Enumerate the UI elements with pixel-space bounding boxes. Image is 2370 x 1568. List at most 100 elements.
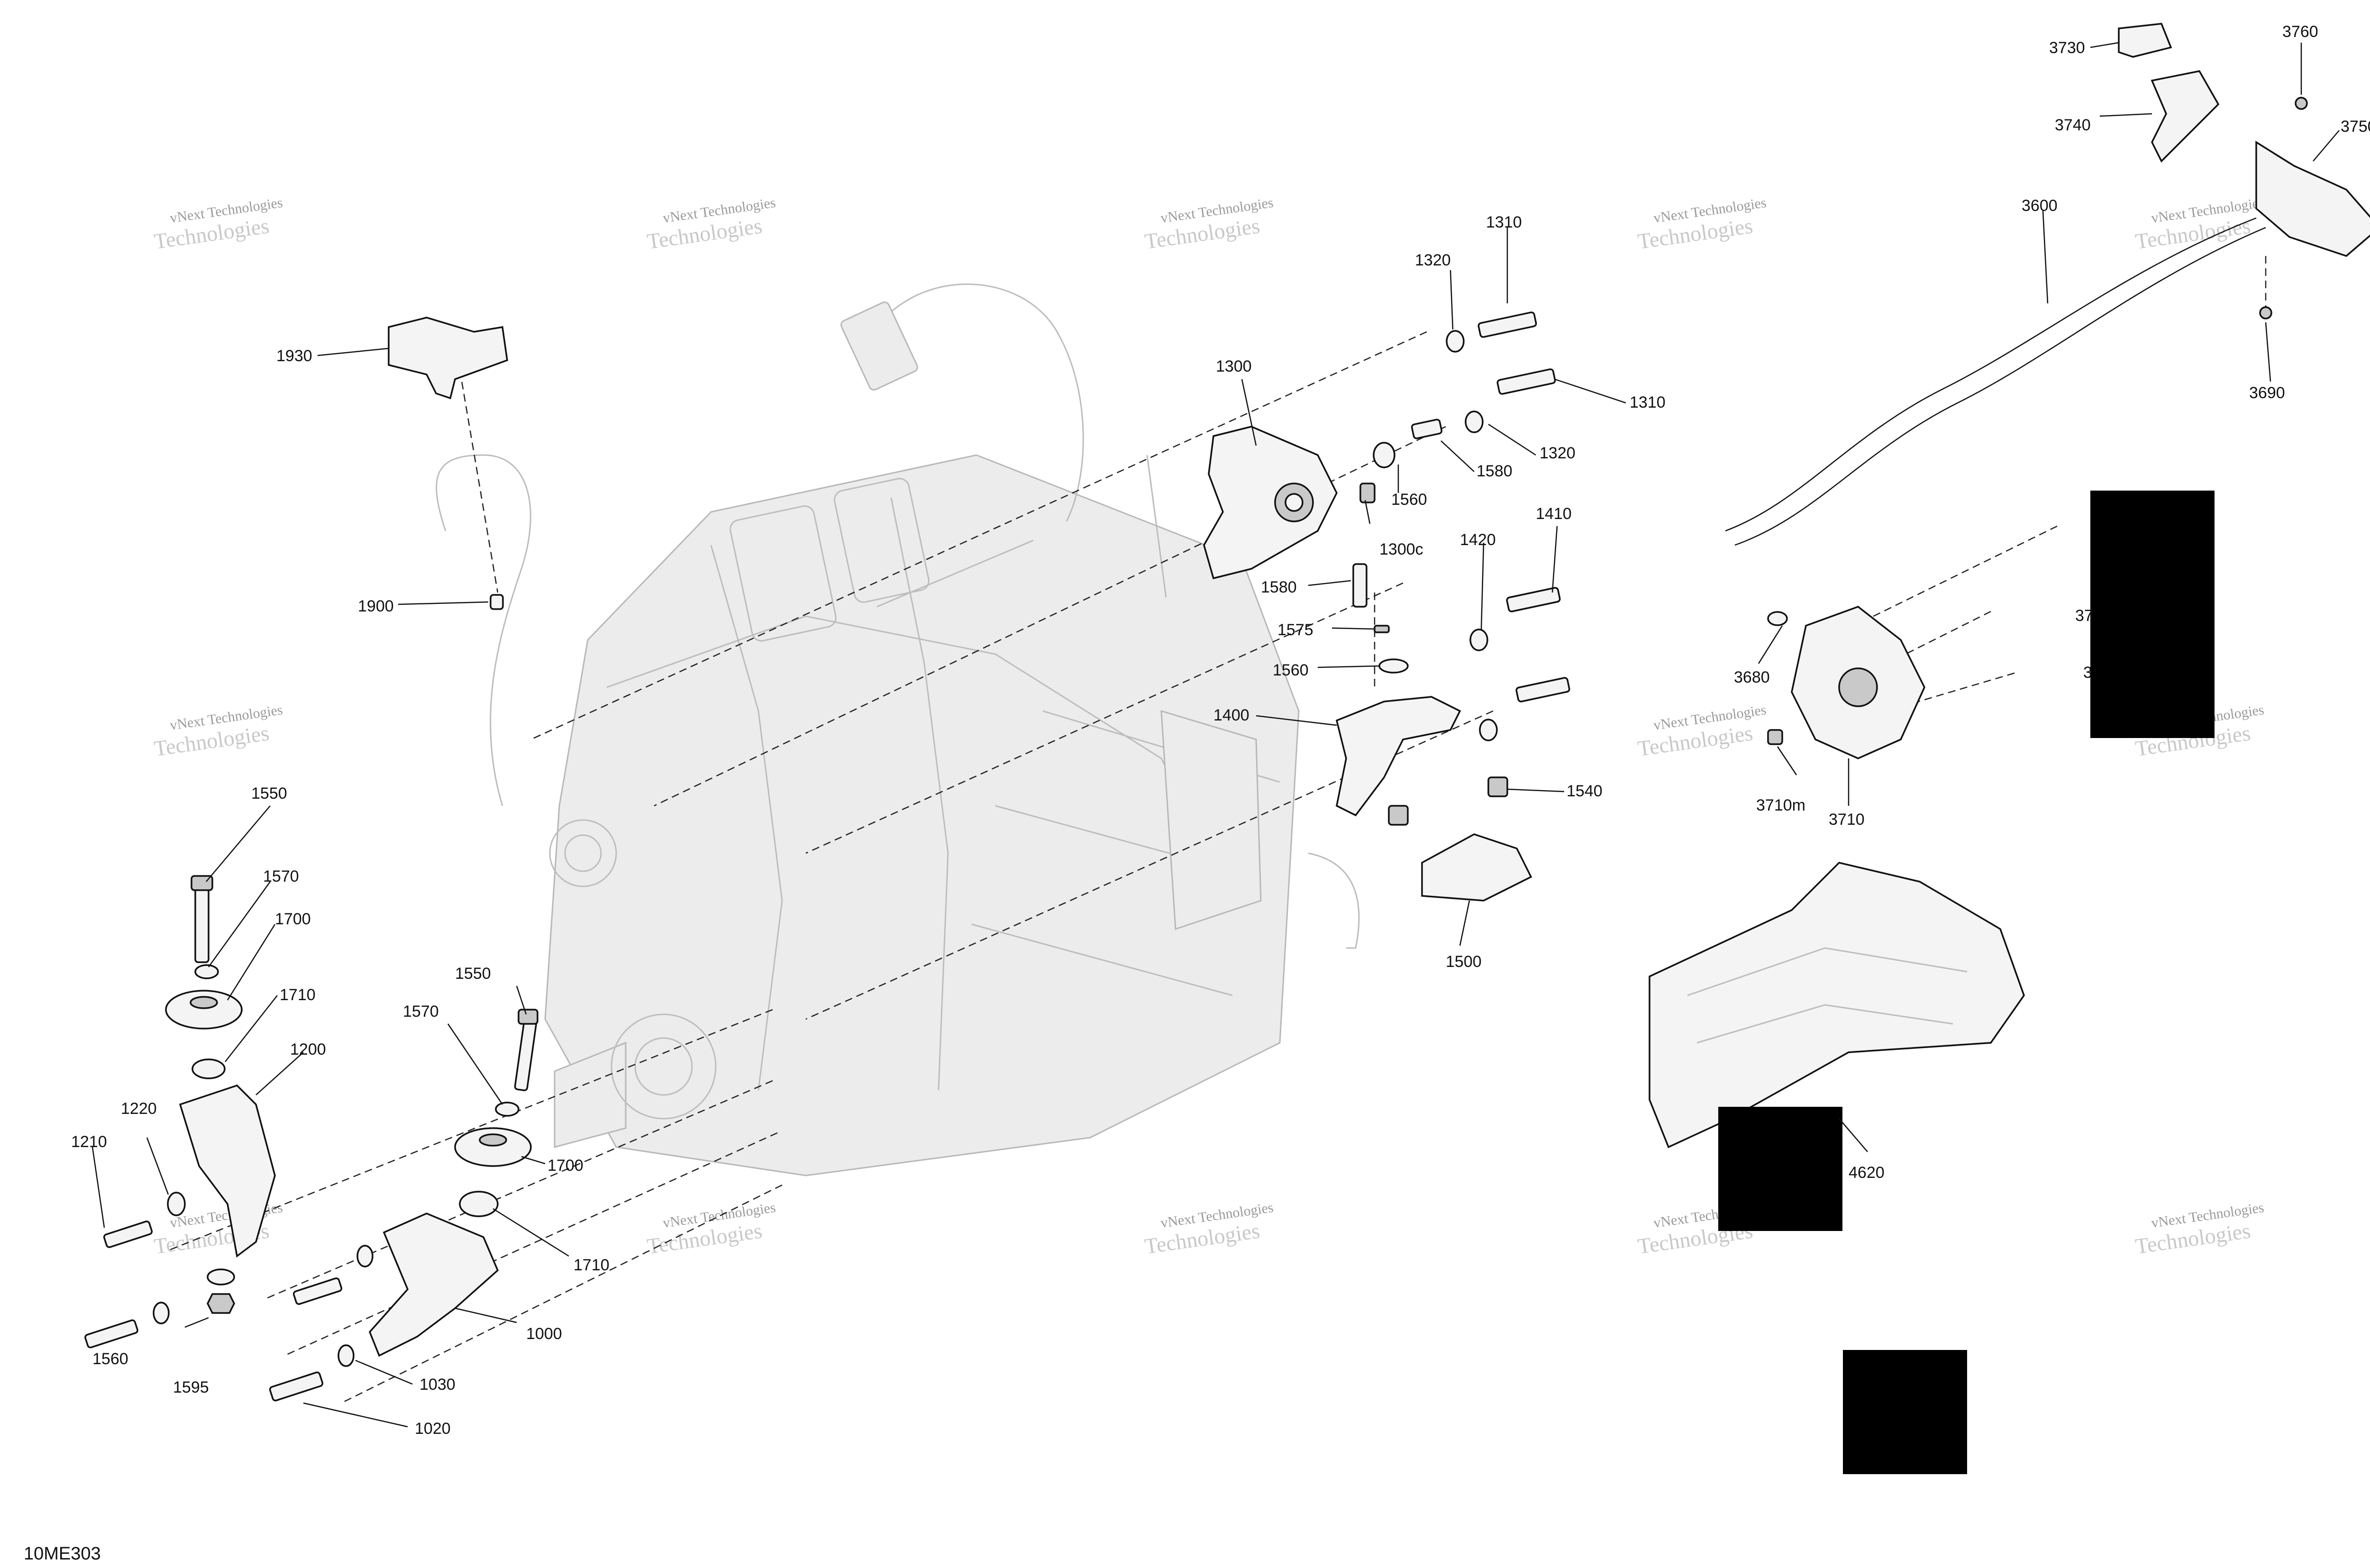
washer-1420	[1469, 629, 1488, 651]
bolt-1580a	[1411, 419, 1443, 439]
bolt-1410	[1506, 587, 1561, 612]
clip-3690	[2259, 306, 2272, 319]
bracket-4620	[1649, 862, 2025, 1149]
callout-1550: 1550	[455, 965, 491, 983]
redaction-block	[1718, 1107, 1842, 1231]
mount-1500	[1421, 833, 1532, 902]
bolt-1210	[103, 1221, 153, 1248]
washer-1570b	[495, 1102, 520, 1117]
callout-1575: 1575	[1277, 621, 1313, 639]
callout-3680: 3680	[1734, 668, 1770, 686]
bolt-1020	[269, 1371, 324, 1402]
watermark: vNext Technologies Technologies	[153, 195, 284, 254]
watermark: vNext Technologies Technologies	[646, 1200, 777, 1258]
callout-1420: 1420	[1460, 531, 1496, 549]
screw-3760	[2295, 97, 2308, 110]
bracket-1930	[388, 317, 508, 400]
callout-1030: 1030	[419, 1376, 456, 1394]
washer-1570a	[194, 964, 219, 979]
callout-1900: 1900	[358, 597, 394, 615]
callout-1310: 1310	[1630, 393, 1666, 411]
watermark: vNext Technologies Technologies	[1636, 195, 1768, 254]
callout-1400: 1400	[1213, 706, 1249, 724]
washer-1220	[167, 1192, 186, 1216]
engine-assembly-ghost	[436, 283, 1360, 1176]
mount-1710b	[459, 1191, 499, 1217]
callout-1310: 1310	[1486, 213, 1522, 231]
callout-3760: 3760	[2282, 23, 2318, 41]
watermark: vNext Technologies Technologies	[1636, 702, 1768, 761]
washer-1560a	[1373, 442, 1395, 468]
watermark: vNext Technologies Technologies	[153, 702, 284, 761]
callout-1500: 1500	[1446, 953, 1482, 971]
watermark: vNext Technologies Technologies	[646, 195, 777, 254]
callout-1580: 1580	[1477, 462, 1513, 480]
bolt-1550a	[194, 885, 210, 963]
callout-1930: 1930	[276, 347, 312, 365]
callout-1410: 1410	[1536, 505, 1572, 523]
callout-1020: 1020	[415, 1420, 451, 1438]
bracket-3740	[2151, 70, 2220, 163]
callout-1560: 1560	[92, 1350, 128, 1368]
screw-3710m	[1767, 729, 1783, 745]
callout-1560: 1560	[1273, 661, 1309, 679]
callout-1570: 1570	[403, 1003, 439, 1021]
callout-3740: 3740	[2055, 116, 2091, 134]
callout-1560: 1560	[1391, 491, 1427, 509]
callout-1580: 1580	[1261, 578, 1297, 596]
callout-labels: 1930 1900 1300 1300c 1310 1310 1320 1320…	[71, 23, 2370, 1438]
callout-1320: 1320	[1415, 251, 1451, 269]
callout-1595: 1595	[173, 1378, 209, 1396]
callout-3690: 3690	[2249, 384, 2285, 402]
bracket-1400	[1335, 696, 1461, 817]
callout-1320: 1320	[1540, 444, 1576, 462]
mount-1710a	[191, 1058, 226, 1079]
callout-4620: 4620	[1849, 1164, 1885, 1182]
bracket-1300	[1203, 426, 1338, 580]
mount-components-right	[1203, 311, 1570, 902]
redaction-block	[1843, 1350, 1967, 1474]
callout-3710: 3710	[1829, 811, 1865, 829]
washer-1575	[1374, 625, 1390, 633]
callout-1550: 1550	[251, 784, 287, 802]
redaction-blocks	[1718, 491, 2215, 1474]
callout-1710: 1710	[574, 1256, 610, 1274]
bracket-1200	[179, 1084, 276, 1258]
redaction-block	[2090, 491, 2215, 738]
callout-3730: 3730	[2049, 39, 2085, 57]
bolt-1300c	[1359, 483, 1376, 503]
callout-3710m: 3710m	[1756, 796, 1805, 814]
washer-1030	[337, 1344, 355, 1367]
callout-1300: 1300	[1216, 357, 1252, 375]
callout-1300c: 1300c	[1379, 540, 1423, 558]
callout-1220: 1220	[121, 1100, 157, 1118]
callout-1200: 1200	[290, 1040, 326, 1058]
watermark: vNext Technologies Technologies	[2134, 195, 2265, 254]
watermark: vNext Technologies Technologies	[1143, 195, 1275, 254]
callout-1570: 1570	[263, 867, 299, 885]
bolt-1540	[1487, 776, 1508, 797]
callout-3600: 3600	[2022, 197, 2058, 215]
bolt-1580b	[1352, 563, 1367, 608]
washer-1560b	[1378, 658, 1409, 674]
nut-1595	[207, 1293, 235, 1314]
callout-37-partial: 37	[2075, 607, 2093, 625]
bracket-3750	[2255, 140, 2370, 257]
callout-3750: 3750	[2341, 118, 2370, 136]
watermark: vNext Technologies Technologies	[2134, 1200, 2265, 1258]
screw-1900	[490, 594, 504, 610]
bolt-1310b	[1496, 368, 1556, 395]
washer-1320a	[1446, 330, 1465, 353]
watermark: vNext Technologies Technologies	[1143, 1200, 1275, 1258]
mount-1700a	[165, 990, 243, 1030]
clip-3680	[1767, 611, 1788, 626]
leader-lines	[91, 42, 2340, 1428]
callout-1540: 1540	[1567, 782, 1603, 800]
washer-1560c	[207, 1268, 235, 1285]
callout-1000: 1000	[526, 1325, 562, 1343]
callout-1710: 1710	[280, 986, 316, 1004]
callout-1700: 1700	[275, 910, 311, 928]
harness-components	[1649, 23, 2370, 1149]
callout-3-partial: 3	[2083, 664, 2092, 682]
mount-components-left	[84, 317, 538, 1402]
